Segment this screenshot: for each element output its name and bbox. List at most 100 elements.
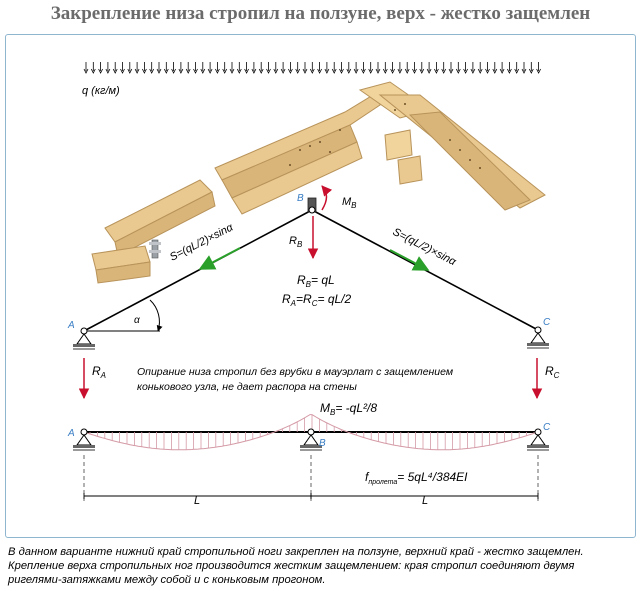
distributed-load-arrows bbox=[83, 62, 541, 74]
load-arrow-head bbox=[521, 68, 527, 74]
load-arrow-head bbox=[382, 68, 388, 74]
load-arrow-head bbox=[499, 68, 505, 74]
load-arrow-head bbox=[419, 68, 425, 74]
load-arrow-head bbox=[390, 68, 395, 74]
note-line-1: Опирание низа стропил без врубки в мауэр… bbox=[137, 366, 453, 378]
load-arrow-head bbox=[375, 68, 381, 74]
load-arrow-head bbox=[295, 68, 301, 74]
rafter-right bbox=[311, 209, 539, 331]
diagram-panel bbox=[5, 34, 636, 538]
rebar-clip-icon bbox=[149, 239, 161, 259]
load-arrow-head bbox=[507, 68, 512, 74]
page-title: Закрепление низа стропил на ползуне, вер… bbox=[50, 3, 591, 24]
load-arrow-head bbox=[251, 68, 257, 74]
load-arrow-head bbox=[193, 68, 198, 74]
load-arrow-head bbox=[171, 68, 176, 74]
load-arrow-head bbox=[229, 68, 235, 74]
pin-support-icon bbox=[527, 326, 549, 349]
load-arrow-head bbox=[317, 68, 322, 74]
load-arrow-head bbox=[346, 68, 352, 74]
load-arrow-head bbox=[302, 68, 308, 74]
caption: В данном варианте нижний край стропильно… bbox=[8, 545, 636, 587]
load-arrow-head bbox=[434, 68, 439, 74]
load-arrow-head bbox=[112, 68, 118, 74]
alpha-arc bbox=[149, 299, 163, 332]
load-arrow-head bbox=[463, 68, 468, 74]
load-arrow-head bbox=[339, 68, 344, 74]
load-arrow-head bbox=[477, 68, 483, 74]
s-left-label: S=(qL/2)×sinα bbox=[168, 221, 236, 263]
load-arrow-head bbox=[514, 68, 520, 74]
span-1-label: L bbox=[194, 495, 200, 507]
load-arrow-head bbox=[90, 68, 96, 74]
deflection-label: fпролета= 5qL⁴/384EI bbox=[365, 470, 468, 486]
load-arrow-head bbox=[200, 68, 206, 74]
moment-hatching bbox=[89, 414, 535, 450]
load-arrow-head bbox=[127, 68, 133, 74]
pin-support-icon bbox=[73, 428, 95, 451]
load-arrow-head bbox=[178, 68, 184, 74]
beam-node-c-label: C bbox=[543, 422, 551, 433]
load-arrow-head bbox=[149, 68, 155, 74]
caption-line-2: Крепление верха стропильных ног производ… bbox=[8, 560, 575, 572]
node-c-label: C bbox=[543, 317, 551, 328]
load-arrow-head bbox=[266, 68, 271, 74]
load-arrow-head bbox=[185, 68, 191, 74]
load-arrow-head bbox=[142, 68, 147, 74]
force-s-right-arrow bbox=[389, 249, 430, 271]
rc-label: RC bbox=[545, 364, 560, 380]
load-arrow-head bbox=[368, 68, 374, 74]
load-arrow-head bbox=[331, 68, 337, 74]
beam-node-b-label: B bbox=[319, 438, 326, 449]
note-line-2: конькового узла, не дает распора на стен… bbox=[137, 381, 357, 393]
load-arrow-head bbox=[207, 68, 213, 74]
load-arrow-head bbox=[236, 68, 242, 74]
span-2-label: L bbox=[422, 495, 428, 507]
load-arrow-head bbox=[528, 68, 534, 74]
ra-label: RA bbox=[92, 364, 106, 380]
load-arrow-head bbox=[134, 68, 140, 74]
pin-support-icon bbox=[73, 327, 95, 350]
mb-top-label: MB bbox=[342, 196, 357, 210]
rafter-left bbox=[83, 209, 313, 332]
caption-line-1: В данном варианте нижний край стропильно… bbox=[8, 546, 584, 558]
load-arrow-head bbox=[309, 68, 315, 74]
load-arrow-head bbox=[244, 68, 249, 74]
load-arrow-head bbox=[258, 68, 264, 74]
pin-support-icon bbox=[300, 428, 322, 451]
load-arrow-head bbox=[120, 68, 125, 74]
force-s-left-arrow bbox=[198, 247, 241, 270]
load-arrow-head bbox=[397, 68, 403, 74]
load-arrow-head bbox=[222, 68, 228, 74]
load-arrow-head bbox=[361, 68, 366, 74]
beam-node-a-label: A bbox=[67, 428, 75, 439]
load-arrow-head bbox=[485, 68, 490, 74]
node-a-label: A bbox=[67, 320, 75, 331]
load-arrow-head bbox=[156, 68, 162, 74]
load-arrow-head bbox=[215, 68, 220, 74]
load-arrow-head bbox=[163, 68, 169, 74]
moment-label: MB= -qL²/8 bbox=[320, 401, 377, 417]
alpha-label: α bbox=[134, 315, 140, 326]
load-arrow-head bbox=[448, 68, 454, 74]
load-arrow-head bbox=[83, 68, 89, 74]
load-arrow-head bbox=[273, 68, 279, 74]
load-arrow-head bbox=[426, 68, 432, 74]
equation-ra-rc: RA=RC= qL/2 bbox=[282, 292, 352, 308]
node-b-label: B bbox=[297, 193, 304, 204]
load-arrow-head bbox=[324, 68, 330, 74]
load-arrow-head bbox=[441, 68, 447, 74]
load-arrow-head bbox=[280, 68, 286, 74]
load-arrow-head bbox=[98, 68, 103, 74]
load-arrow-head bbox=[105, 68, 111, 74]
rb-label: RB bbox=[289, 235, 303, 249]
node-b bbox=[308, 206, 316, 214]
pin-support-icon bbox=[527, 428, 549, 451]
moment-curve bbox=[83, 414, 539, 451]
load-arrow-head bbox=[288, 68, 293, 74]
load-arrow-head bbox=[492, 68, 498, 74]
roof-truss-illustration bbox=[91, 81, 546, 284]
load-label: q (кг/м) bbox=[82, 85, 120, 97]
load-arrow-head bbox=[353, 68, 359, 74]
